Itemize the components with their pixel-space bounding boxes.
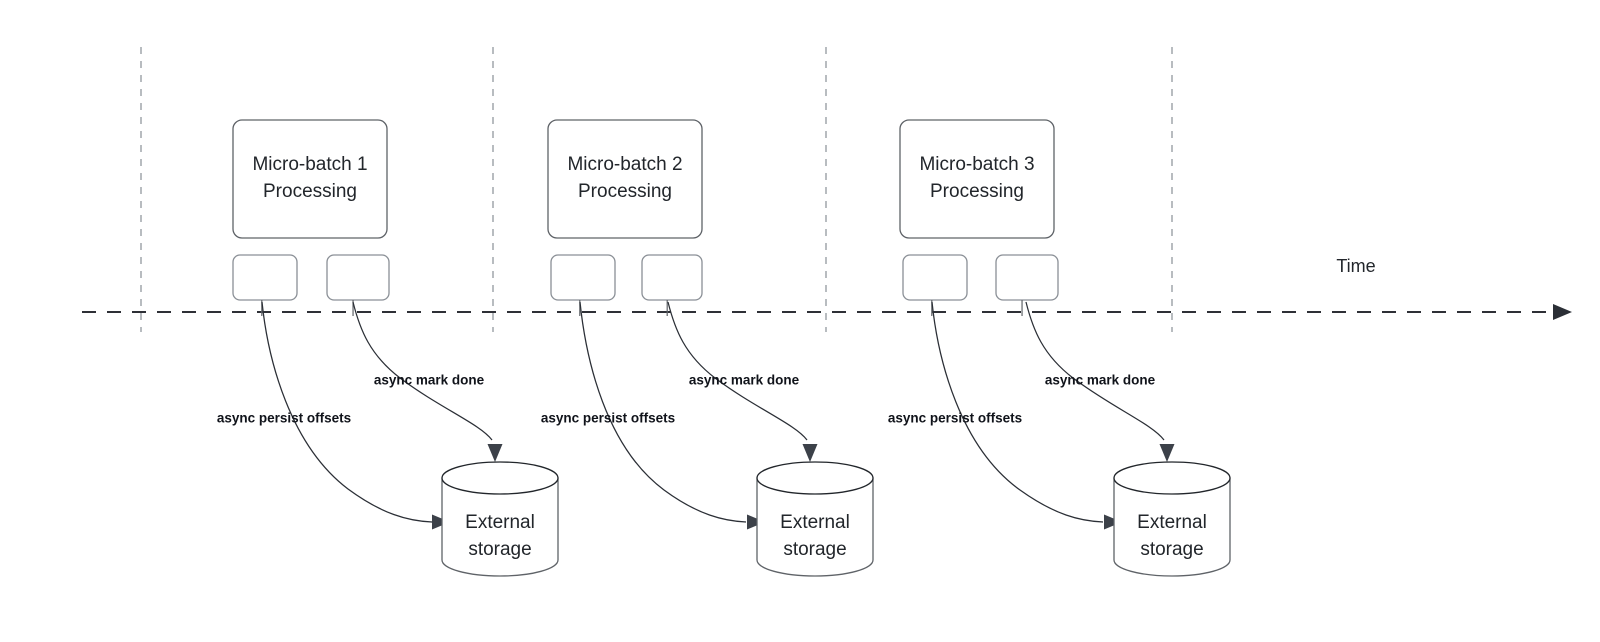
micro-batch-1-box-shape bbox=[232, 119, 388, 239]
micro-batch-3-cylinder-top bbox=[1113, 461, 1231, 495]
micro-batch-3-label-line1: Micro-batch 3 bbox=[919, 154, 1034, 175]
micro-batch-2-label-line2: Processing bbox=[578, 181, 672, 202]
micro-batch-1-storage-label-line2: storage bbox=[468, 539, 531, 560]
micro-batch-2-box-shape bbox=[547, 119, 703, 239]
persist-offsets-2-arrowhead bbox=[747, 514, 765, 530]
micro-batch-1-external-storage[interactable]: External storage bbox=[441, 461, 559, 577]
persist-offsets-3-curve bbox=[931, 301, 1104, 523]
persist-offsets-2-curve bbox=[579, 301, 747, 523]
micro-batch-1-label-line1: Micro-batch 1 bbox=[252, 154, 367, 175]
batch-group-2: Micro-batch 2 Processing async persist off… bbox=[541, 119, 874, 577]
micro-batch-2-storage-label-line2: storage bbox=[783, 539, 846, 560]
batch-groups: Micro-batch 1 Processing async persist off… bbox=[217, 119, 1231, 577]
mark-done-1-label: async mark done bbox=[374, 373, 485, 388]
persist-offsets-3-label: async persist offsets bbox=[888, 411, 1022, 426]
mark-done-1-arrowhead bbox=[487, 444, 503, 462]
micro-batch-1-box[interactable]: Micro-batch 1 Processing bbox=[232, 119, 388, 239]
persist-offsets-1-arrowhead bbox=[432, 514, 450, 530]
batch-group-1: Micro-batch 1 Processing async persist off… bbox=[217, 119, 559, 577]
mark-done-3-label: async mark done bbox=[1045, 373, 1156, 388]
micro-batch-2-cylinder-top bbox=[756, 461, 874, 495]
micro-batch-2-storage-label-line1: External bbox=[780, 512, 850, 533]
micro-batch-3-storage-label-line2: storage bbox=[1140, 539, 1203, 560]
micro-batch-2-external-storage[interactable]: External storage bbox=[756, 461, 874, 577]
task-1b-box[interactable] bbox=[326, 254, 390, 301]
micro-batch-2-cylinder-body bbox=[756, 477, 874, 577]
micro-batch-3-storage-label-line1: External bbox=[1137, 512, 1207, 533]
mark-done-3-arrowhead bbox=[1159, 444, 1175, 462]
time-axis-arrowhead bbox=[1553, 304, 1572, 320]
task-3a-box[interactable] bbox=[902, 254, 968, 301]
task-1a-box[interactable] bbox=[232, 254, 298, 301]
time-axis bbox=[82, 304, 1572, 320]
micro-batch-2-label-line1: Micro-batch 2 bbox=[567, 154, 682, 175]
persist-offsets-2-label: async persist offsets bbox=[541, 411, 675, 426]
time-axis-label: Time bbox=[1336, 256, 1375, 276]
micro-batch-1-label-line2: Processing bbox=[263, 181, 357, 202]
batch-group-3: Micro-batch 3 Processing async persist off… bbox=[888, 119, 1231, 577]
micro-batch-2-box[interactable]: Micro-batch 2 Processing bbox=[547, 119, 703, 239]
micro-batch-1-storage-label-line1: External bbox=[465, 512, 535, 533]
micro-batch-3-cylinder-body bbox=[1113, 477, 1231, 577]
micro-batch-1-cylinder-top bbox=[441, 461, 559, 495]
persist-offsets-1-curve bbox=[261, 301, 433, 523]
mark-done-1-curve bbox=[352, 301, 493, 441]
task-2a-box[interactable] bbox=[550, 254, 616, 301]
micro-batch-1-cylinder-body bbox=[441, 477, 559, 577]
micro-batch-3-box[interactable]: Micro-batch 3 Processing bbox=[899, 119, 1055, 239]
micro-batch-3-box-shape bbox=[899, 119, 1055, 239]
mark-done-2-curve bbox=[667, 301, 808, 441]
micro-batch-3-label-line2: Processing bbox=[930, 181, 1024, 202]
persist-offsets-3-arrowhead bbox=[1104, 514, 1122, 530]
mark-done-3-curve bbox=[1025, 301, 1165, 441]
persist-offsets-1-label: async persist offsets bbox=[217, 411, 351, 426]
task-3b-box[interactable] bbox=[995, 254, 1059, 301]
mark-done-2-label: async mark done bbox=[689, 373, 800, 388]
mark-done-2-arrowhead bbox=[802, 444, 818, 462]
micro-batch-3-external-storage[interactable]: External storage bbox=[1113, 461, 1231, 577]
timeline-tick-lines bbox=[140, 47, 1173, 332]
task-2b-box[interactable] bbox=[641, 254, 703, 301]
